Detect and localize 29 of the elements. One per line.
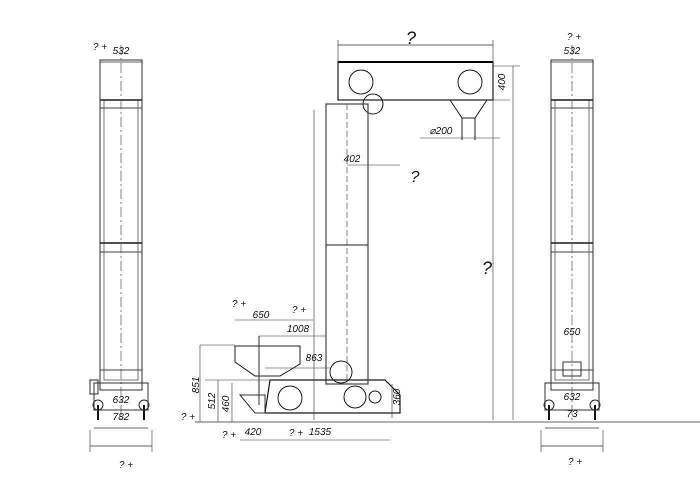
dimension-label: 650 xyxy=(252,311,270,321)
dimension-label: ? + xyxy=(232,300,246,310)
dimension-label: ? + xyxy=(566,33,582,43)
dimension-label: 532 xyxy=(564,47,580,57)
dimension-label: ? + xyxy=(568,458,582,468)
dimension-label: 851 xyxy=(192,376,202,394)
dimension-label: 632 xyxy=(112,396,130,406)
dimension-label: 402 xyxy=(344,155,360,165)
dimension-label: 782 xyxy=(112,413,130,423)
dimension-label: ? + xyxy=(180,413,196,423)
dimension-label: 650 xyxy=(564,328,580,338)
dimension-label: 1535 xyxy=(308,428,332,438)
dimension-label: 420 xyxy=(244,428,262,438)
dimension-label: ? xyxy=(406,29,416,47)
dimension-label: ? xyxy=(410,170,420,186)
dimension-label: 73 xyxy=(566,410,578,420)
dimension-label: ? + xyxy=(118,461,134,471)
dimension-label: ⌀200 xyxy=(430,127,452,137)
dimension-label: ? + xyxy=(92,43,108,53)
dimension-label: 400 xyxy=(498,74,508,90)
dimension-label: 460 xyxy=(222,396,232,412)
dimension-label: 1008 xyxy=(286,325,310,335)
dimension-label: 512 xyxy=(208,392,218,410)
dimension-label: 532 xyxy=(112,47,130,57)
dimension-label: ? + xyxy=(288,429,304,439)
dimension-label: ? xyxy=(482,259,492,277)
dimension-label: ? + xyxy=(292,306,306,316)
dimension-label: ? + xyxy=(222,431,236,441)
dimension-label: 632 xyxy=(564,393,580,403)
